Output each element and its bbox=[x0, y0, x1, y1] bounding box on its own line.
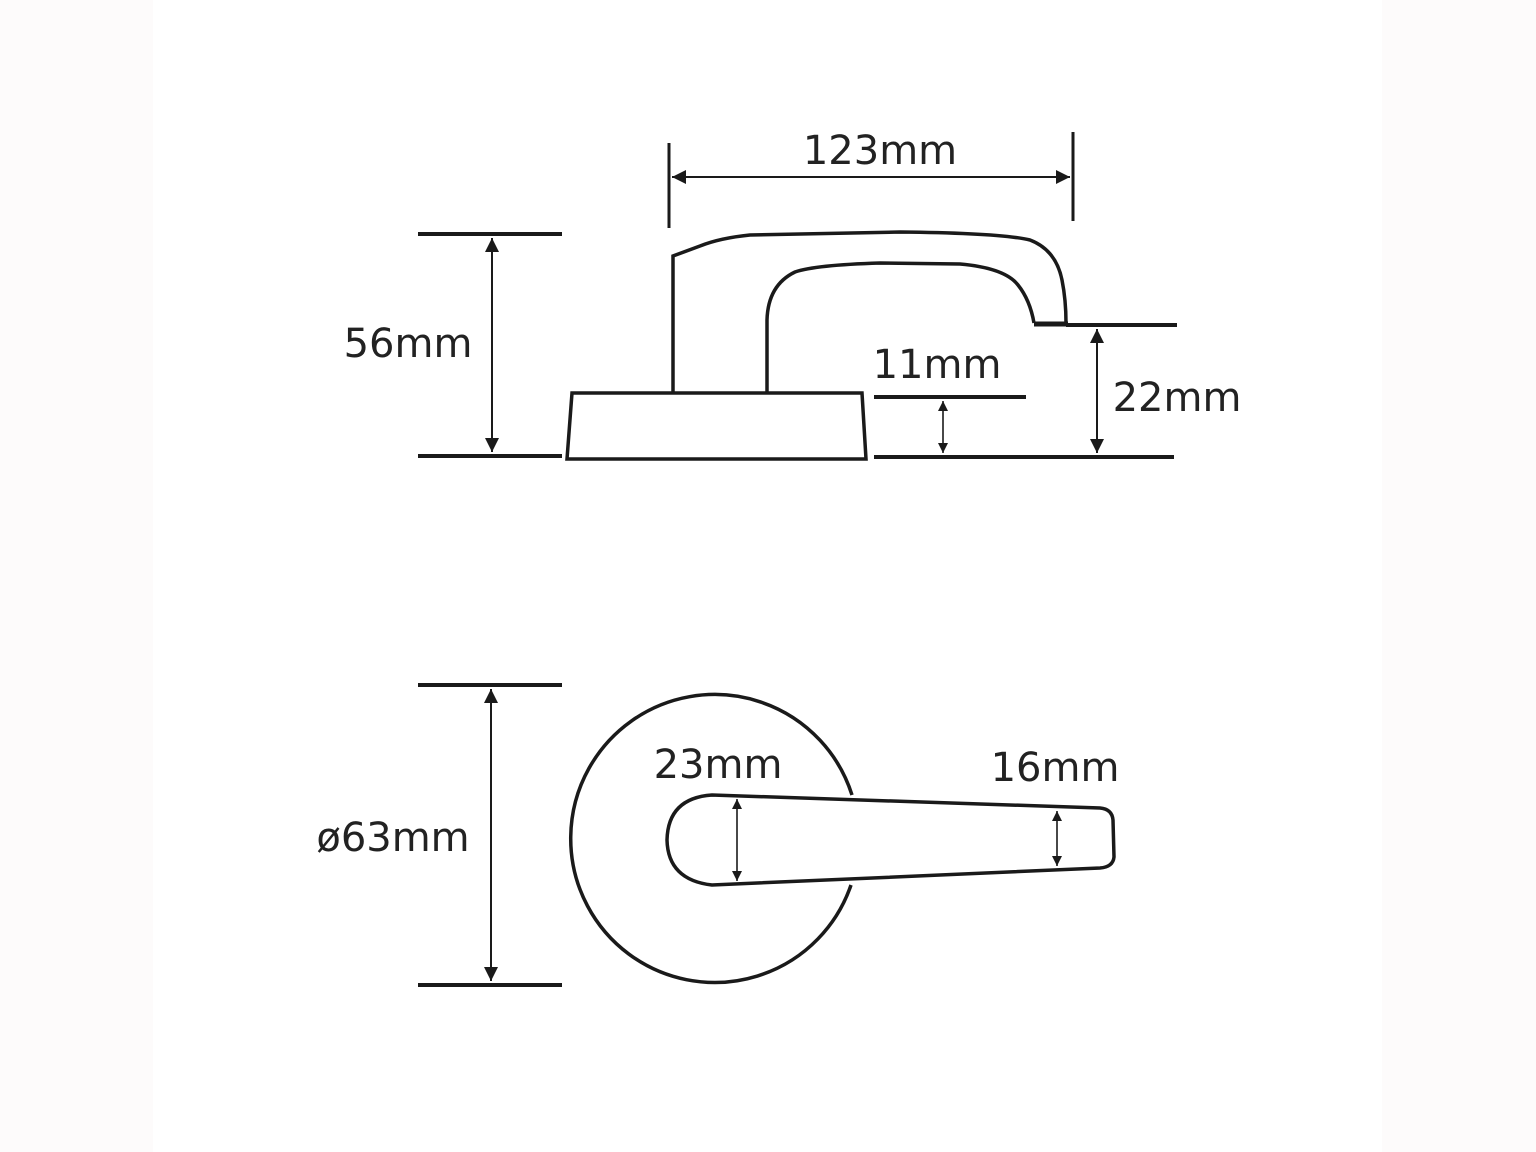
label-overall-length: 123mm bbox=[803, 128, 957, 174]
label-rose-diameter: ø63mm bbox=[316, 815, 469, 861]
diameter-dimension bbox=[418, 683, 562, 987]
label-base-height: 11mm bbox=[873, 342, 1002, 388]
label-lever-root-width: 23mm bbox=[654, 742, 783, 788]
rose-base-profile bbox=[565, 391, 868, 461]
lever-outline bbox=[665, 793, 1116, 887]
label-lever-clearance: 22mm bbox=[1113, 375, 1242, 421]
right-margin-band bbox=[1382, 0, 1536, 1152]
top-view bbox=[418, 683, 1116, 987]
length-dimension bbox=[667, 132, 1075, 228]
side-view bbox=[418, 132, 1177, 461]
base-height-dimension bbox=[874, 395, 1174, 459]
handle-inner-profile bbox=[765, 261, 1036, 393]
label-lever-tip-width: 16mm bbox=[991, 745, 1120, 791]
left-margin-band bbox=[0, 0, 153, 1152]
height-dimension bbox=[418, 232, 562, 458]
label-overall-height: 56mm bbox=[344, 321, 473, 367]
handle-outer-profile bbox=[671, 230, 1068, 393]
rose-circle bbox=[568, 692, 854, 985]
clearance-dimension bbox=[1066, 323, 1177, 453]
